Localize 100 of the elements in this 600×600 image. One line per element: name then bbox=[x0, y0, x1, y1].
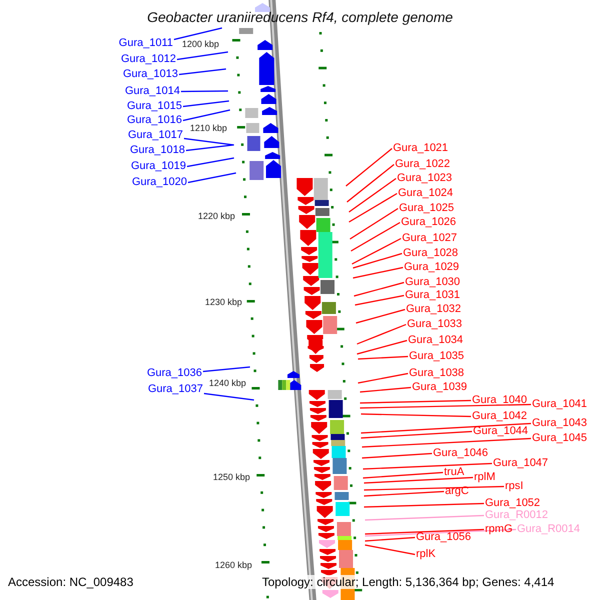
leader-line bbox=[364, 528, 516, 537]
gene-label: Gura_1047 bbox=[493, 457, 548, 470]
gene-label: Gura_R0014 bbox=[517, 523, 580, 536]
leader-line bbox=[356, 340, 408, 355]
position-label: 1220 kbp bbox=[196, 211, 236, 221]
gene-label: rplM bbox=[474, 471, 496, 484]
leader-line bbox=[352, 252, 402, 269]
gene-label: Gura_1037 bbox=[148, 383, 203, 396]
leader-line bbox=[186, 157, 234, 168]
gene-label: Gura_1041 bbox=[532, 398, 588, 411]
leader-line bbox=[181, 90, 228, 92]
leader-line bbox=[360, 422, 532, 434]
leader-line bbox=[188, 172, 236, 184]
leader-line bbox=[202, 366, 250, 372]
leader-line bbox=[350, 208, 398, 240]
leader-line bbox=[352, 238, 402, 265]
leader-line bbox=[176, 51, 228, 60]
gene-label: Gura_1023 bbox=[397, 172, 452, 185]
leader-line bbox=[184, 138, 234, 146]
gene-label: Gura_1011 bbox=[118, 37, 173, 50]
gene-label: Gura_1030 bbox=[405, 276, 460, 289]
leader-line bbox=[364, 502, 484, 508]
gene-label: rpsI bbox=[505, 480, 524, 493]
gene-label: Gura_1042 bbox=[472, 410, 528, 423]
leader-line bbox=[350, 222, 400, 252]
gene-label: Gura_1028 bbox=[403, 247, 458, 260]
leader-line bbox=[362, 438, 532, 448]
leader-line bbox=[362, 462, 492, 470]
leader-line bbox=[360, 386, 412, 393]
gene-label: Gura_1039 bbox=[412, 381, 468, 394]
gene-label: Gura_1016 bbox=[126, 114, 182, 127]
gene-label: Gura_1022 bbox=[395, 158, 450, 171]
gene-label: Gura_1026 bbox=[401, 216, 456, 229]
position-label: 1200 kbp bbox=[180, 39, 220, 49]
gene-label: Gura_1018 bbox=[130, 144, 185, 157]
leader-line bbox=[362, 452, 432, 459]
gene-label: Gura_1020 bbox=[132, 176, 187, 189]
position-label: 1230 kbp bbox=[204, 297, 243, 307]
gene-label: Gura_1043 bbox=[532, 417, 588, 430]
position-label: 1250 kbp bbox=[212, 472, 251, 482]
leader-line bbox=[348, 192, 398, 223]
leader-line bbox=[352, 266, 404, 279]
gene-label: Gura_1034 bbox=[408, 334, 464, 347]
gene-label: Gura_1013 bbox=[122, 68, 178, 81]
gene-label: rplK bbox=[416, 548, 436, 561]
leader-line bbox=[356, 324, 406, 345]
leader-line bbox=[354, 294, 404, 306]
map-title: Geobacter uraniireducens Rf4, complete genome bbox=[146, 9, 454, 25]
leader-line bbox=[354, 282, 404, 297]
leader-line bbox=[348, 178, 396, 212]
gene-label: Gura_1027 bbox=[402, 232, 458, 245]
leader-line bbox=[346, 148, 392, 186]
gene-label: Gura_1046 bbox=[433, 447, 488, 460]
gene-label: Gura_1024 bbox=[398, 187, 454, 200]
gene-label: Gura_1035 bbox=[409, 350, 464, 363]
gene-label: Gura_1012 bbox=[120, 53, 176, 66]
leader-line bbox=[358, 372, 408, 384]
leader-line bbox=[360, 400, 472, 404]
leader-line bbox=[174, 27, 222, 40]
leader-line bbox=[346, 164, 394, 202]
position-label: 1240 kbp bbox=[208, 378, 247, 388]
gene-label: Gura_1040 bbox=[472, 394, 528, 407]
leader-line bbox=[360, 430, 472, 439]
gene-label: Gura_1045 bbox=[532, 432, 588, 445]
leader-line bbox=[204, 392, 254, 401]
leader-line bbox=[362, 472, 444, 479]
leader-line bbox=[364, 528, 484, 535]
gene-label: Gura_1036 bbox=[146, 367, 202, 380]
leader-line bbox=[364, 490, 444, 497]
gene-label: Gura_1032 bbox=[406, 303, 462, 316]
gene-label: Gura_1021 bbox=[393, 142, 448, 155]
gene-label: Gura_1029 bbox=[404, 261, 460, 274]
gene-label: Gura_1017 bbox=[128, 129, 183, 142]
leader-line bbox=[364, 486, 504, 491]
leader-line bbox=[358, 356, 408, 360]
gene-label: Gura_1056 bbox=[416, 531, 472, 544]
leader-line bbox=[364, 536, 416, 542]
gene-label: Gura_1033 bbox=[407, 318, 462, 331]
gene-label: Gura_1019 bbox=[130, 160, 186, 173]
gene-label: rpmG bbox=[485, 523, 512, 536]
gene-label: truA bbox=[444, 466, 464, 479]
gene-label: Gura_1025 bbox=[399, 202, 454, 215]
gene-label: Gura_1014 bbox=[124, 85, 180, 98]
leader-line bbox=[182, 100, 230, 108]
leader-line bbox=[360, 413, 472, 418]
gene-label: Gura_R0012 bbox=[485, 509, 548, 522]
position-label: 1260 kbp bbox=[214, 560, 253, 570]
gene-label: Gura_1031 bbox=[405, 289, 460, 302]
leader-line bbox=[364, 476, 474, 484]
leader-line bbox=[182, 109, 230, 122]
gene-label: Gura_1038 bbox=[409, 367, 464, 380]
leader-line bbox=[364, 544, 416, 556]
gene-label: Gura_1052 bbox=[485, 497, 540, 510]
gene-label: Gura_1044 bbox=[473, 425, 528, 438]
leader-line bbox=[186, 144, 234, 152]
leader-line bbox=[364, 514, 484, 521]
genome-info-text: Accession: NC_009483 bbox=[8, 575, 134, 589]
leader-line bbox=[178, 68, 226, 76]
leader-line bbox=[356, 308, 406, 324]
position-label: 1210 kbp bbox=[188, 123, 228, 133]
